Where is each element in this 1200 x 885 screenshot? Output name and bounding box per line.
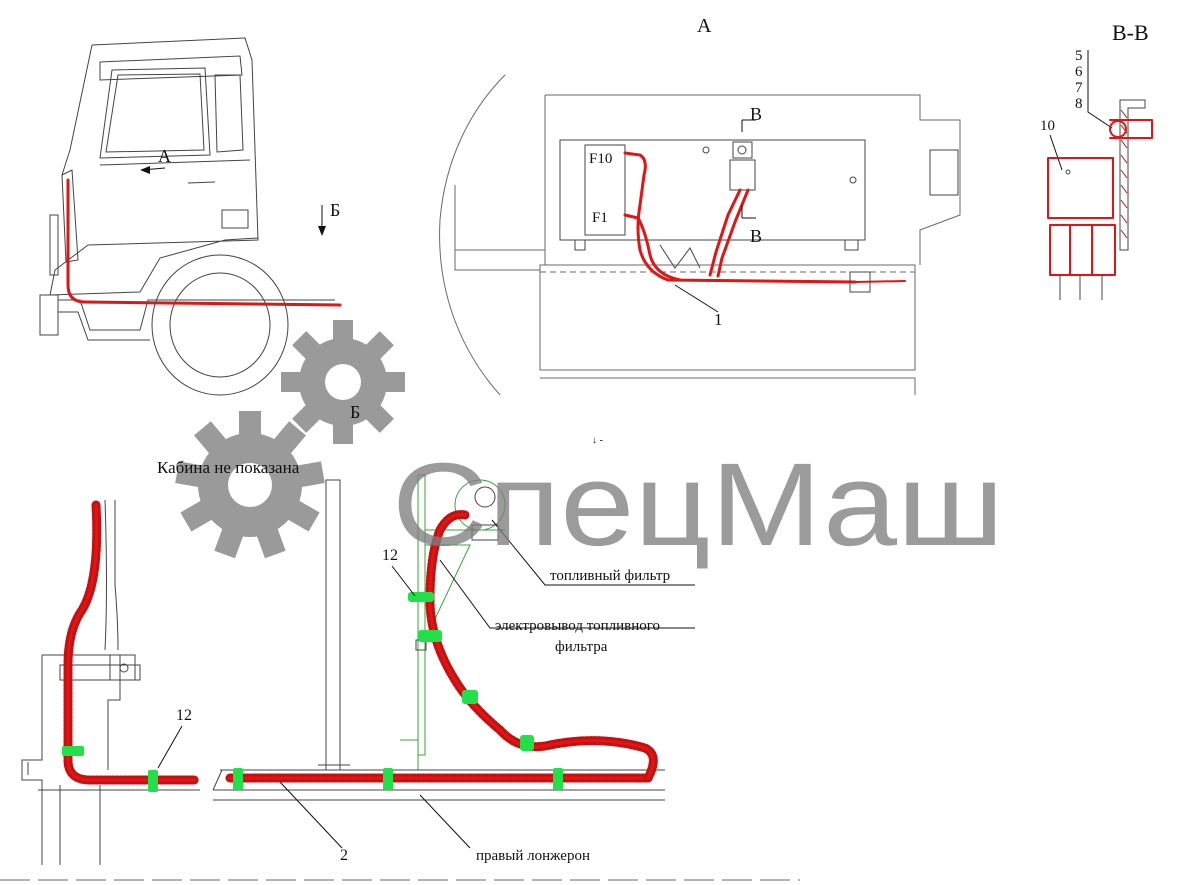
right-frame-rail-label: правый лонжерон: [476, 848, 590, 864]
arrow-b-marker: Б: [330, 200, 340, 220]
fuel-filter-label: топливный фильтр: [550, 568, 670, 584]
cable-clamp: [62, 746, 84, 756]
item-12-right: 12: [382, 547, 398, 564]
section-mark-top: В: [750, 104, 762, 124]
fuse-f1-label: F1: [592, 210, 608, 226]
cab-not-shown-note: Кабина не показана: [157, 458, 300, 477]
section-bb-title: В-В: [1112, 20, 1149, 45]
fuel-filter-lead-label-2: фильтра: [555, 639, 608, 655]
cable-clamp: [148, 770, 158, 792]
section-mark-bottom: В: [750, 226, 762, 246]
cable-clamp: [462, 690, 478, 704]
fuel-filter-lead-label-1: электровывод топливного: [495, 618, 660, 634]
section-item-5: 5: [1075, 48, 1083, 64]
cable-clamp: [520, 735, 534, 751]
section-item-6: 6: [1075, 64, 1083, 80]
view-b-detail: 12 Кабина не показана 12: [0, 435, 800, 881]
section-item-10: 10: [1040, 118, 1055, 134]
small-mark: ↓ -: [592, 435, 603, 446]
section-bb-detail: В-В 5 6 7 8 10: [1040, 20, 1153, 300]
cable-clamp: [383, 768, 393, 790]
cable-clamp: [233, 768, 243, 790]
cab-view-marker: А: [158, 146, 171, 166]
item-2-label: 2: [340, 847, 348, 864]
section-item-7: 7: [1075, 80, 1083, 96]
cable-clamp: [408, 592, 434, 602]
item-12-left: 12: [176, 707, 192, 724]
gear-marker: Б: [350, 402, 360, 422]
view-a-title: А: [697, 15, 712, 37]
fuse-f10-label: F10: [589, 151, 612, 167]
cable-clamp: [553, 768, 563, 790]
cable-clamp: [418, 630, 442, 642]
gear-icon: Б: [175, 320, 405, 559]
section-item-8: 8: [1075, 96, 1083, 112]
truck-cab-view: А Б: [39, 37, 342, 396]
watermark-text: СпецМаш: [392, 439, 1004, 571]
item-1-label: 1: [714, 310, 723, 329]
view-a-detail: А F10 F1 В В 1: [439, 15, 961, 396]
